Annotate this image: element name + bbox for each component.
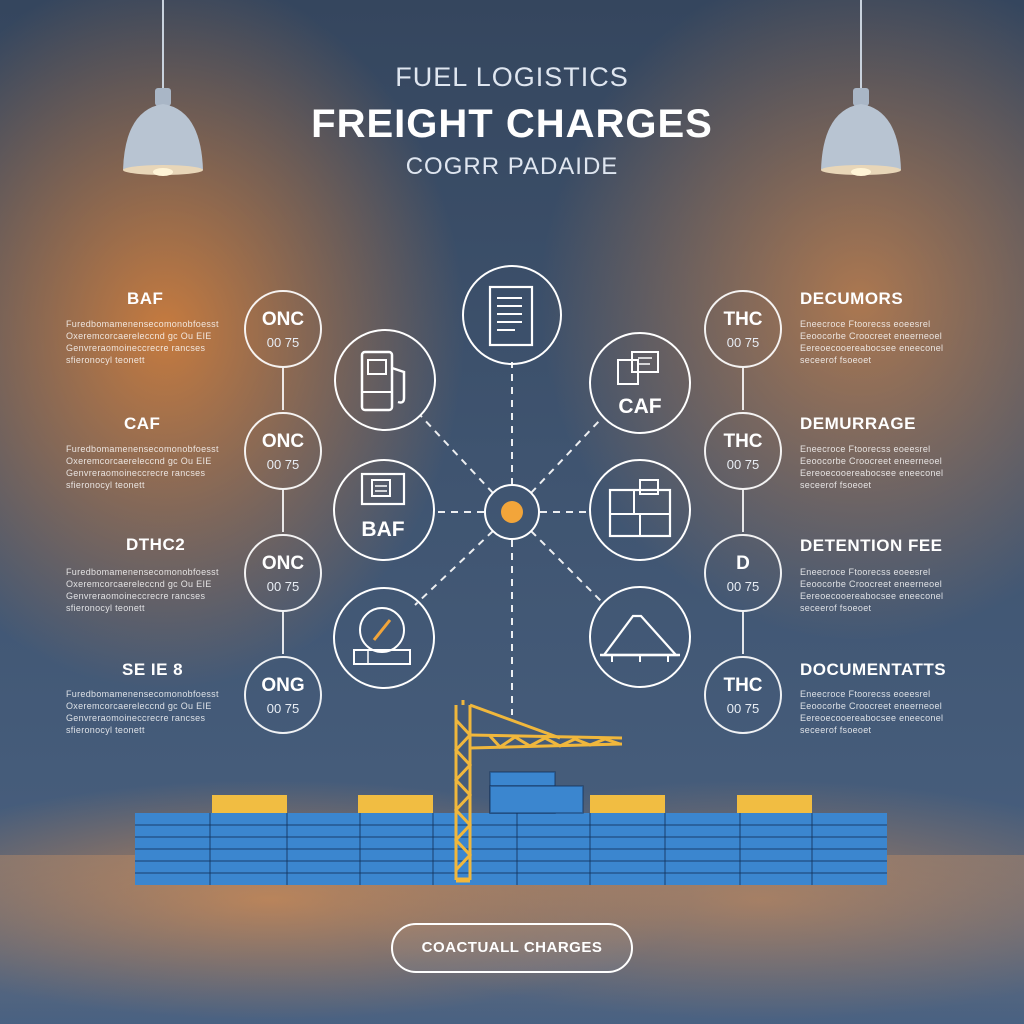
- right-item-title-2: DEMURRAGE: [800, 414, 916, 433]
- ring-value: 00 75: [266, 701, 300, 716]
- ring-value: 00 75: [726, 335, 760, 350]
- right-ring-1: THC 00 75: [704, 290, 782, 368]
- ring-code: THC: [723, 309, 763, 330]
- fuel-pump-icon: [334, 329, 436, 431]
- containers-icon: [589, 332, 691, 434]
- left-item-desc-2: Furedbomamenensecomonobfoesst Oxeremcorc…: [66, 444, 219, 490]
- left-ring-4: ONG 00 75: [244, 656, 322, 734]
- ring-value: 00 75: [266, 457, 300, 472]
- left-item-desc-4: Furedbomamenensecomonobfoesst Oxeremcorc…: [66, 689, 219, 735]
- caf-icon-label: CAF: [618, 395, 662, 418]
- left-item-desc-1: Furedbomamenensecomonobfoesst Oxeremcorc…: [66, 319, 219, 365]
- right-item-desc-3: Eneecroce Ftoorecss eoeesrel Eeoocorbe C…: [800, 567, 944, 613]
- right-pendant-lamp-icon: [821, 0, 901, 176]
- ring-code: ONC: [261, 309, 305, 330]
- ring-code: ONC: [261, 431, 305, 452]
- right-item-desc-4: Eneecroce Ftoorecss eoeesrel Eeoocorbe C…: [800, 689, 944, 735]
- right-item-title-1: DECUMORS: [800, 289, 904, 308]
- machine-icon: [333, 459, 435, 561]
- center-hub: [484, 484, 540, 540]
- left-ring-1: ONC 00 75: [244, 290, 322, 368]
- right-ring-3: D 00 75: [704, 534, 782, 612]
- right-item-title-3: DETENTION FEE: [800, 536, 943, 555]
- ring-value: 00 75: [726, 457, 760, 472]
- contractual-charges-button[interactable]: COACTUALL CHARGES: [391, 923, 633, 973]
- header-overline: FUEL LOGISTICS: [395, 62, 629, 92]
- hub-spokes: [414, 362, 604, 715]
- grid-box-icon: [589, 459, 691, 561]
- left-item-desc-3: Furedbomamenensecomonobfoesst Oxeremcorc…: [66, 567, 219, 613]
- document-icon: [462, 265, 562, 365]
- ring-code: THC: [723, 675, 763, 696]
- right-item-title-4: DOCUMENTATTS: [800, 660, 947, 679]
- ramp-icon: [589, 586, 691, 688]
- container-yard: [135, 771, 887, 885]
- ring-code: ONG: [261, 675, 305, 696]
- ring-code: D: [736, 553, 750, 574]
- compass-icon: [333, 587, 435, 689]
- ring-value: 00 75: [266, 579, 300, 594]
- ring-code: ONC: [261, 553, 305, 574]
- left-item-title-2: CAF: [124, 414, 161, 433]
- page-subtitle: COGRR PADAIDE: [405, 153, 619, 180]
- ring-value: 00 75: [726, 701, 760, 716]
- ring-code: THC: [723, 431, 763, 452]
- ring-value: 00 75: [266, 335, 300, 350]
- left-item-title-3: DTHC2: [126, 535, 186, 554]
- left-pendant-lamp-icon: [123, 0, 203, 176]
- right-ring-4: THC 00 75: [704, 656, 782, 734]
- right-item-desc-1: Eneecroce Ftoorecss eoeesrel Eeoocorbe C…: [800, 319, 944, 365]
- right-ring-2: THC 00 75: [704, 412, 782, 490]
- left-ring-3: ONC 00 75: [244, 534, 322, 612]
- ring-value: 00 75: [726, 579, 760, 594]
- left-ring-2: ONC 00 75: [244, 412, 322, 490]
- right-item-desc-2: Eneecroce Ftoorecss eoeesrel Eeoocorbe C…: [800, 444, 944, 490]
- left-item-title-1: BAF: [127, 289, 164, 308]
- page-title: FREIGHT CHARGES: [311, 102, 713, 146]
- baf-icon-label: BAF: [361, 518, 405, 541]
- crane-icon: [453, 700, 623, 883]
- left-item-title-4: SE IE 8: [122, 660, 184, 679]
